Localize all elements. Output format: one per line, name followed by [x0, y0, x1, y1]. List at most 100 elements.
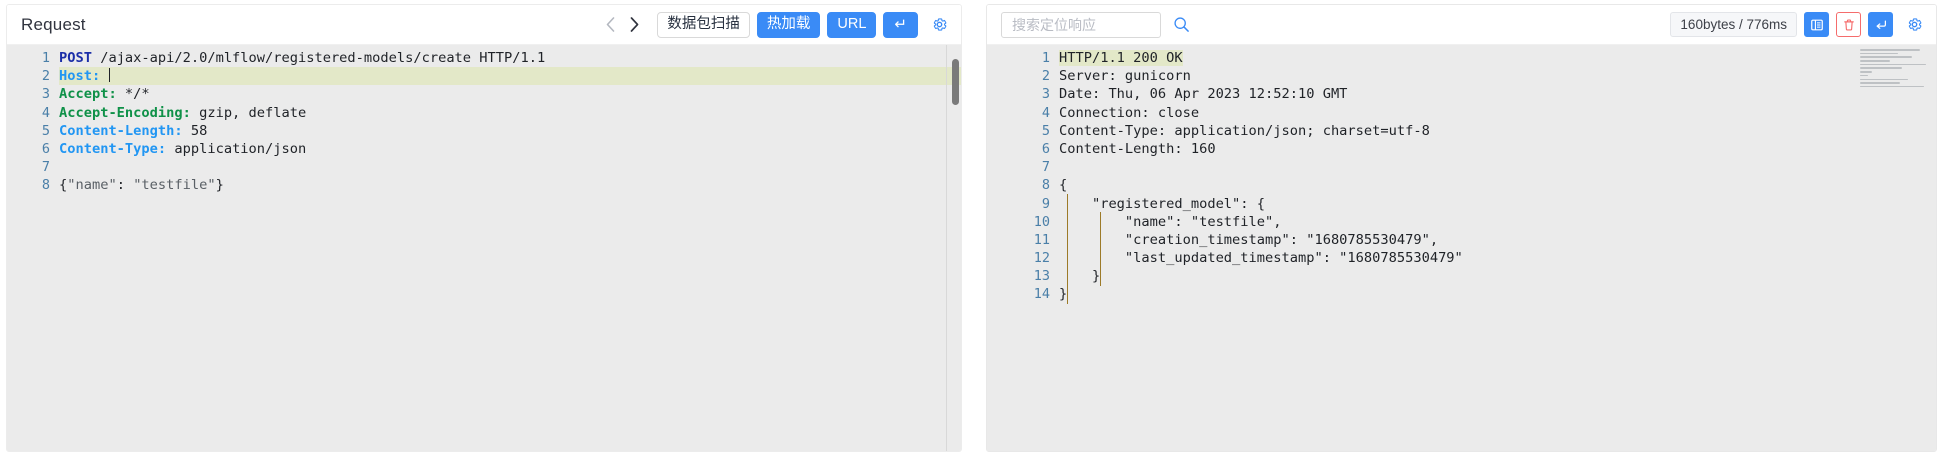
- code-line[interactable]: POST /ajax-api/2.0/mlflow/registered-mod…: [59, 49, 961, 67]
- code-line-text: Date: Thu, 06 Apr 2023 12:52:10 GMT: [1059, 86, 1347, 102]
- chevron-left-icon[interactable]: [603, 16, 617, 34]
- code-line[interactable]: }: [1059, 285, 1936, 303]
- code-line[interactable]: Content-Length: 160: [1059, 140, 1936, 158]
- line-number: 4: [41, 104, 50, 121]
- request-panel-inner: Request 数据包扫描 热加载 URL ↵: [6, 4, 962, 452]
- code-line[interactable]: Accept-Encoding: gzip, deflate: [59, 104, 961, 122]
- code-line-text: Accept-Encoding: gzip, deflate: [59, 105, 306, 121]
- code-token: {: [1059, 177, 1068, 194]
- request-scroll-track: [946, 45, 947, 451]
- line-number: 6: [41, 140, 50, 157]
- hotload-button[interactable]: 热加载: [756, 11, 821, 38]
- status-badge: 160bytes / 776ms: [1670, 12, 1797, 37]
- code-line[interactable]: "creation_timestamp": "1680785530479",: [1059, 231, 1936, 249]
- code-line-text: {: [1059, 177, 1067, 193]
- code-line[interactable]: {"name": "testfile"}: [59, 176, 961, 194]
- code-token: {: [59, 177, 68, 194]
- request-code-content[interactable]: POST /ajax-api/2.0/mlflow/registered-mod…: [59, 45, 961, 451]
- request-scrollbar-thumb[interactable]: [952, 59, 959, 105]
- trash-icon[interactable]: [1836, 12, 1861, 37]
- code-line-text: }: [1059, 268, 1100, 284]
- code-line[interactable]: "last_updated_timestamp": "1680785530479…: [1059, 249, 1936, 267]
- code-line[interactable]: }: [1059, 267, 1936, 285]
- line-number: 5: [41, 122, 50, 139]
- code-token: "registered_model": {: [1059, 195, 1266, 212]
- code-line-text: Content-Length: 160: [1059, 141, 1216, 157]
- code-token: Content-Length: 160: [1059, 140, 1216, 157]
- enter-icon[interactable]: [1868, 12, 1893, 37]
- code-line-text: Connection: close: [1059, 105, 1199, 121]
- line-number: 2: [1041, 68, 1050, 85]
- line-number: 8: [41, 177, 50, 194]
- code-token: Server: gunicorn: [1059, 68, 1191, 85]
- response-toolbar-actions: 160bytes / 776ms: [1670, 12, 1926, 37]
- url-button[interactable]: URL: [827, 11, 877, 38]
- code-token: [100, 68, 108, 84]
- line-number: 3: [1041, 86, 1050, 103]
- code-line-text: "registered_model": {: [1059, 196, 1265, 212]
- request-panel: Request 数据包扫描 热加载 URL ↵: [0, 0, 968, 460]
- code-line[interactable]: Host:: [59, 67, 961, 86]
- code-line[interactable]: {: [1059, 176, 1936, 194]
- code-token: */*: [116, 86, 150, 103]
- line-number: 4: [1041, 104, 1050, 121]
- code-token: Content-Type: application/json; charset=…: [1059, 122, 1430, 139]
- gear-icon[interactable]: [927, 13, 951, 37]
- search-icon[interactable]: [1169, 13, 1193, 37]
- code-token: "last_updated_timestamp": "1680785530479…: [1059, 250, 1463, 267]
- response-toolbar: 160bytes / 776ms: [987, 5, 1936, 45]
- gear-icon[interactable]: [1902, 13, 1926, 37]
- line-number: 1: [41, 50, 50, 66]
- line-number: 11: [1033, 231, 1050, 248]
- request-toolbar-actions: 数据包扫描 热加载 URL ↵: [603, 11, 951, 38]
- line-number: 8: [1041, 177, 1050, 194]
- code-line[interactable]: Server: gunicorn: [1059, 67, 1936, 85]
- code-line[interactable]: [59, 158, 961, 176]
- chevron-right-icon[interactable]: [627, 16, 641, 34]
- line-number: 1: [1041, 50, 1050, 66]
- code-token: Accept:: [59, 86, 117, 103]
- code-line[interactable]: Accept: */*: [59, 85, 961, 103]
- code-token: Content-Type:: [59, 140, 167, 157]
- code-token: }: [215, 177, 224, 194]
- search-input-wrapper[interactable]: [1001, 11, 1161, 38]
- code-token: HTTP/1.1 200 OK: [1059, 50, 1183, 66]
- code-token: }: [1059, 286, 1068, 303]
- line-number: 2: [41, 68, 50, 85]
- code-line-text: "creation_timestamp": "1680785530479",: [1059, 232, 1438, 248]
- send-enter-button[interactable]: ↵: [883, 11, 918, 38]
- code-line-text: Content-Type: application/json; charset=…: [1059, 123, 1430, 139]
- line-number: 9: [1041, 195, 1050, 212]
- panel-divider[interactable]: [968, 0, 980, 460]
- code-line[interactable]: "name": "testfile",: [1059, 213, 1936, 231]
- code-line[interactable]: [1059, 158, 1936, 176]
- code-token: }: [1059, 268, 1101, 285]
- line-number: 12: [1033, 250, 1050, 267]
- code-token: gzip, deflate: [190, 104, 307, 121]
- code-line[interactable]: Date: Thu, 06 Apr 2023 12:52:10 GMT: [1059, 85, 1936, 103]
- layout-columns-icon[interactable]: [1804, 12, 1829, 37]
- code-line[interactable]: "registered_model": {: [1059, 195, 1936, 213]
- code-token: "testfile": [133, 177, 216, 194]
- code-line[interactable]: HTTP/1.1 200 OK: [1059, 49, 1936, 67]
- code-line-text: HTTP/1.1 200 OK: [1059, 50, 1183, 66]
- code-line[interactable]: Content-Type: application/json: [59, 140, 961, 158]
- code-token: application/json: [166, 140, 307, 157]
- packet-scan-button[interactable]: 数据包扫描: [657, 11, 750, 38]
- line-number: 14: [1033, 286, 1050, 303]
- code-line[interactable]: Content-Type: application/json; charset=…: [1059, 122, 1936, 140]
- search-input[interactable]: [1010, 15, 1152, 34]
- code-token: /ajax-api/2.0/mlflow/registered-models/c…: [91, 50, 546, 66]
- code-token: POST: [59, 50, 92, 66]
- code-line[interactable]: Content-Length: 58: [59, 122, 961, 140]
- response-panel-inner: 160bytes / 776ms: [986, 4, 1937, 452]
- line-number: 13: [1033, 268, 1050, 285]
- code-line[interactable]: Connection: close: [1059, 104, 1936, 122]
- code-token: Content-Length:: [59, 122, 183, 139]
